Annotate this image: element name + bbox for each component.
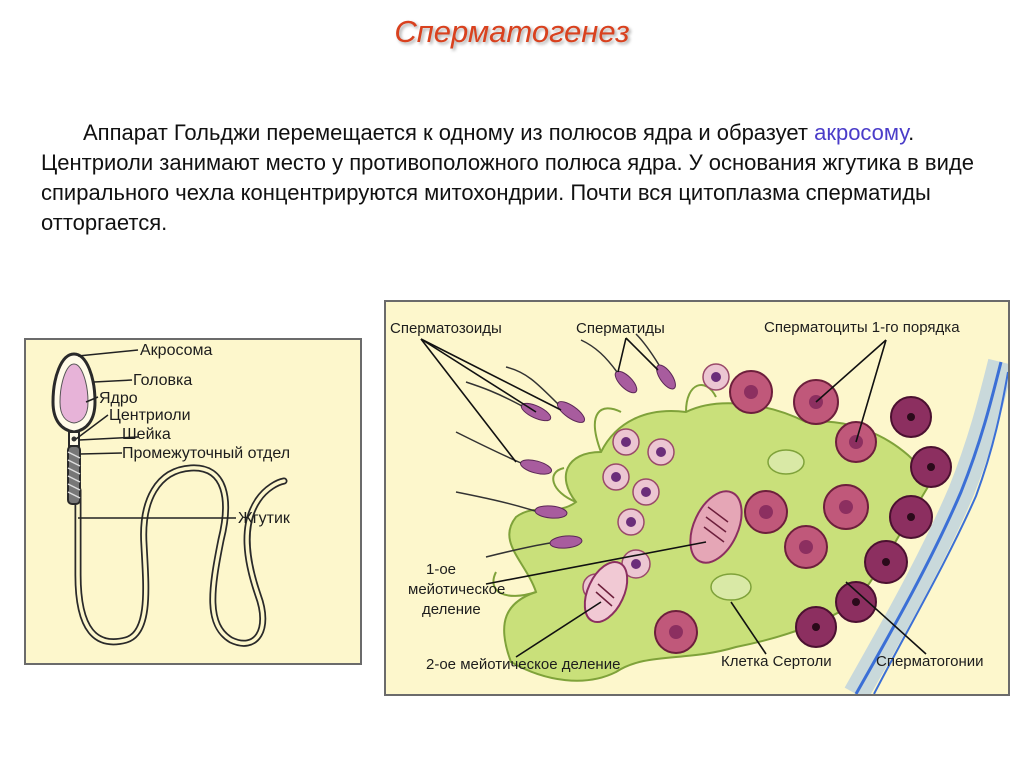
- label-meiosis1-line3: деление: [422, 601, 481, 618]
- label-meiosis2: 2-ое мейотическое деление: [426, 656, 620, 673]
- label-primary-spermatocytes: Сперматоциты 1-го порядка: [764, 319, 960, 336]
- paragraph-text-2: . Центриоли занимают место у противополо…: [41, 120, 974, 235]
- label-centrioles: Центриоли: [109, 407, 191, 424]
- meiosis-1-cell: [689, 490, 743, 564]
- label-head: Головка: [133, 372, 192, 389]
- label-nucleus: Ядро: [99, 390, 138, 407]
- acrosome-term: акросому: [814, 120, 909, 145]
- paragraph-text-1: Аппарат Гольджи перемещается к одному из…: [83, 120, 815, 145]
- label-meiosis1-line1: 1-ое: [426, 561, 456, 578]
- meiosis-2-cell: [583, 561, 629, 623]
- label-midpiece: Промежуточный отдел: [122, 445, 290, 462]
- slide-title: Сперматогенез: [394, 14, 630, 49]
- label-neck: Шейка: [122, 426, 171, 443]
- primary-spermatocyte-cells: [654, 370, 877, 654]
- label-spermatogonia: Сперматогонии: [876, 653, 984, 670]
- sperm-structure-illustration: Акросома Головка Ядро Центриоли Шейка Пр…: [51, 342, 291, 647]
- spermatogonia-cells: [795, 396, 952, 648]
- pointer-lines: [420, 337, 927, 658]
- label-spermatozoa: Сперматозоиды: [390, 320, 502, 337]
- description-paragraph: Аппарат Гольджи перемещается к одному из…: [41, 118, 991, 238]
- label-sertoli-cell: Клетка Сертоли: [721, 653, 832, 670]
- label-meiosis1-line2: мейотическое: [408, 581, 505, 598]
- label-spermatids: Сперматиды: [576, 320, 665, 337]
- seminiferous-tubule-figure: Сперматозоиды Сперматиды Сперматоциты 1-…: [384, 300, 1014, 701]
- label-acrosome: Акросома: [140, 342, 213, 359]
- tubule-illustration: Сперматозоиды Сперматиды Сперматоциты 1-…: [390, 319, 1014, 701]
- sperm-structure-figure: Акросома Головка Ядро Центриоли Шейка Пр…: [24, 338, 362, 665]
- label-flagellum: Жгутик: [238, 510, 291, 527]
